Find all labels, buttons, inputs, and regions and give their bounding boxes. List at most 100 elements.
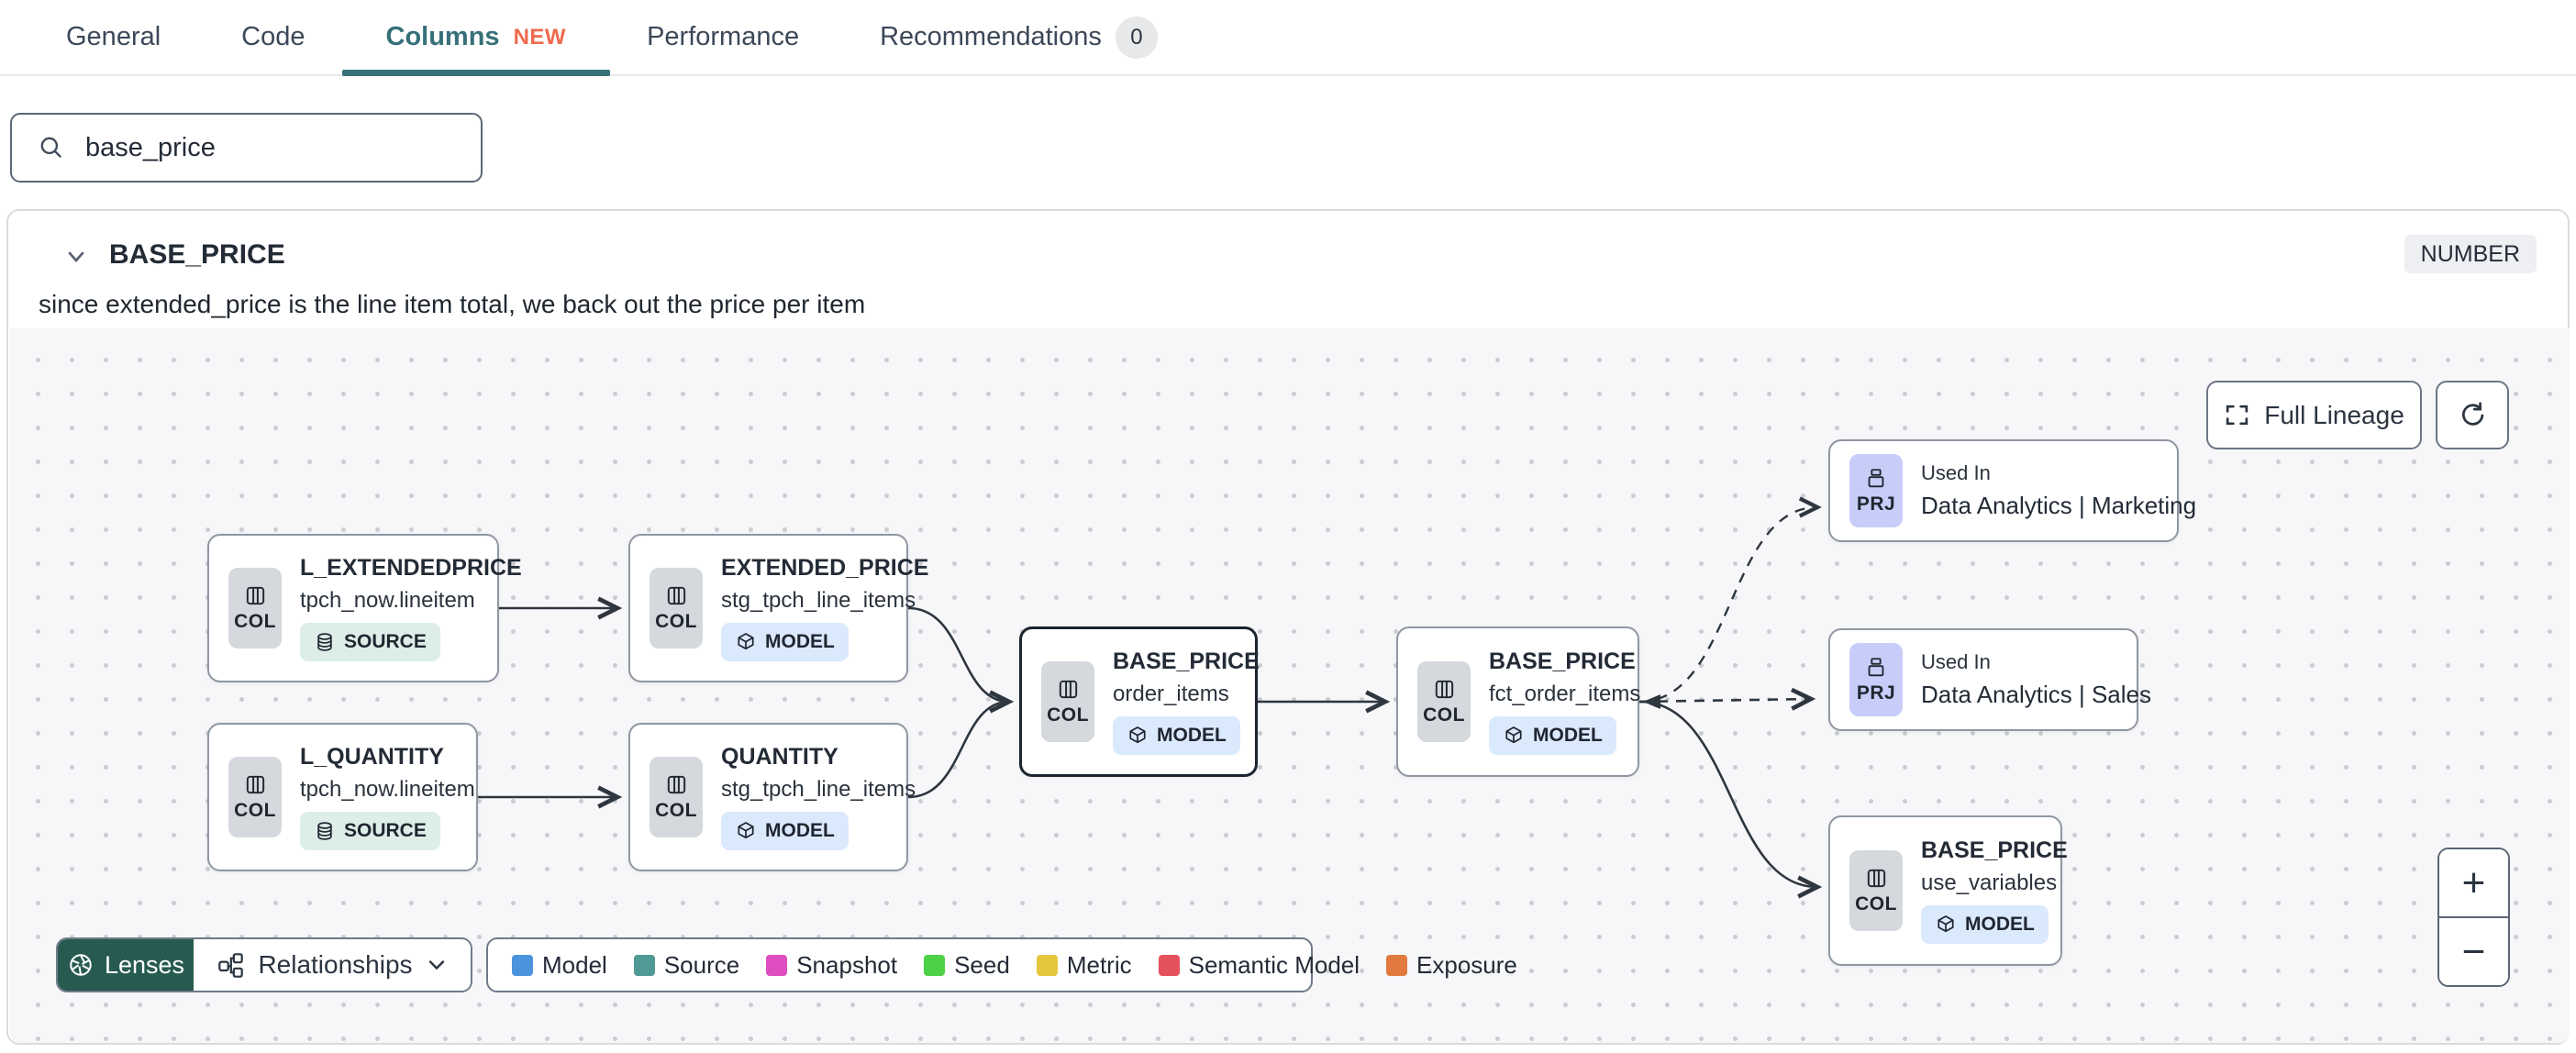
tab-code[interactable]: Code (241, 22, 305, 51)
database-icon (317, 633, 332, 651)
columns-icon (246, 586, 264, 605)
lenses-bar: Lenses Relationships (56, 937, 472, 992)
source-pill: SOURCE (300, 812, 440, 850)
node-title: EXTENDED_PRICE (721, 555, 929, 581)
lineage-canvas[interactable]: COL L_EXTENDEDPRICE tpch_now.lineitem SO… (10, 328, 2570, 1043)
cube-icon (1938, 915, 1954, 933)
node-base-price-fct-order-items[interactable]: COL BASE_PRICE fct_order_items MODEL (1396, 626, 1641, 777)
relationships-icon (218, 952, 244, 978)
node-title: BASE_PRICE (1921, 837, 2068, 863)
legend-swatch (924, 954, 946, 976)
tab-recommendations[interactable]: Recommendations 0 (880, 0, 1158, 74)
legend-swatch (1386, 954, 1408, 976)
columns-icon (1435, 680, 1453, 699)
column-kind-badge: COL (228, 568, 282, 648)
node-used-in-marketing[interactable]: PRJ Used In Data Analytics | Marketing (1828, 439, 2196, 542)
node-type-legend: Model Source Snapshot Seed Metric Semant… (486, 937, 1517, 992)
column-description: since extended_price is the line item to… (39, 290, 866, 318)
relationships-dropdown[interactable]: Relationships (194, 939, 471, 991)
columns-icon (1059, 680, 1077, 699)
source-pill: SOURCE (300, 623, 440, 661)
project-title: Data Analytics | Marketing (1921, 492, 2197, 519)
tab-performance[interactable]: Performance (647, 22, 800, 51)
columns-icon (667, 586, 685, 605)
database-icon (317, 822, 332, 840)
node-base-price-use-variables[interactable]: COL BASE_PRICE use_variables MODEL (1828, 815, 2068, 966)
node-l-extendedprice[interactable]: COL L_EXTENDEDPRICE tpch_now.lineitem SO… (207, 534, 522, 682)
node-extended-price[interactable]: COL EXTENDED_PRICE stg_tpch_line_items M… (628, 534, 928, 682)
legend-item-model: Model (512, 951, 607, 980)
cube-icon (738, 822, 754, 839)
search-icon (40, 137, 62, 159)
node-subtitle: fct_order_items (1489, 682, 1641, 706)
node-base-price-order-items[interactable]: COL BASE_PRICE order_items MODEL (1019, 626, 1260, 777)
cube-icon (1505, 726, 1522, 744)
legend-swatch (633, 954, 655, 976)
node-subtitle: order_items (1113, 682, 1229, 706)
node-title: L_EXTENDEDPRICE (300, 555, 522, 581)
column-kind-badge: COL (1041, 661, 1094, 742)
project-title: Data Analytics | Sales (1921, 681, 2151, 708)
node-title: L_QUANTITY (300, 744, 444, 770)
tab-bar: General Code Columns NEW Performance Rec… (0, 0, 2576, 76)
archive-icon (1868, 468, 1884, 487)
refresh-button[interactable] (2436, 381, 2509, 449)
tab-columns[interactable]: Columns NEW (341, 0, 610, 76)
aperture-icon (70, 954, 92, 976)
cube-icon (1129, 726, 1146, 744)
project-badge: PRJ (1849, 643, 1903, 716)
node-title: QUANTITY (721, 744, 838, 770)
node-subtitle: tpch_now.lineitem (300, 777, 475, 802)
legend-swatch (766, 954, 788, 976)
lineage-edges (478, 496, 1823, 899)
column-search[interactable] (10, 113, 483, 183)
lenses-button[interactable]: Lenses (58, 939, 194, 991)
archive-icon (1868, 657, 1884, 676)
node-l-quantity[interactable]: COL L_QUANTITY tpch_now.lineitem SOURCE (207, 723, 478, 871)
model-pill: MODEL (1921, 905, 2049, 944)
zoom-out-button[interactable]: − (2439, 918, 2508, 985)
project-badge: PRJ (1849, 454, 1903, 527)
column-kind-badge: COL (1417, 661, 1471, 742)
collapse-chevron-icon[interactable] (60, 240, 93, 273)
node-used-in-sales[interactable]: PRJ Used In Data Analytics | Sales (1828, 628, 2151, 731)
legend-item-exposure: Exposure (1386, 951, 1517, 980)
legend-swatch (1036, 954, 1058, 976)
zoom-in-button[interactable]: + (2439, 849, 2508, 918)
node-subtitle: stg_tpch_line_items (721, 588, 916, 613)
used-in-label: Used In (1921, 461, 1991, 484)
legend-item-metric: Metric (1036, 951, 1132, 980)
legend-item-snapshot: Snapshot (766, 951, 897, 980)
new-badge: NEW (513, 24, 567, 50)
column-kind-badge: COL (650, 568, 703, 648)
columns-icon (1867, 869, 1885, 888)
columns-icon (246, 775, 264, 794)
node-quantity[interactable]: COL QUANTITY stg_tpch_line_items MODEL (628, 723, 916, 871)
column-kind-badge: COL (650, 757, 703, 837)
column-kind-badge: COL (228, 757, 282, 837)
chevron-down-icon (428, 960, 444, 970)
tab-general[interactable]: General (66, 22, 161, 51)
model-pill: MODEL (1113, 716, 1240, 755)
node-subtitle: tpch_now.lineitem (300, 588, 475, 613)
legend-item-source: Source (633, 951, 739, 980)
expand-icon (2226, 405, 2248, 426)
legend-item-seed: Seed (924, 951, 1010, 980)
column-card: BASE_PRICE NUMBER since extended_price i… (6, 209, 2570, 1045)
legend-swatch (1158, 954, 1180, 976)
column-kind-badge: COL (1849, 850, 1903, 931)
search-input[interactable] (85, 132, 481, 163)
cube-icon (738, 633, 754, 650)
column-name: BASE_PRICE (109, 239, 285, 270)
legend-swatch (512, 954, 533, 976)
node-subtitle: use_variables (1921, 870, 2058, 895)
zoom-controls: + − (2437, 848, 2510, 987)
full-lineage-button[interactable]: Full Lineage (2206, 381, 2422, 449)
legend-item-semantic-model: Semantic Model (1158, 951, 1360, 980)
node-subtitle: stg_tpch_line_items (721, 777, 916, 802)
column-type-badge: NUMBER (2404, 235, 2537, 273)
model-pill: MODEL (1489, 716, 1616, 755)
node-title: BASE_PRICE (1489, 648, 1636, 674)
count-badge: 0 (1115, 16, 1158, 59)
